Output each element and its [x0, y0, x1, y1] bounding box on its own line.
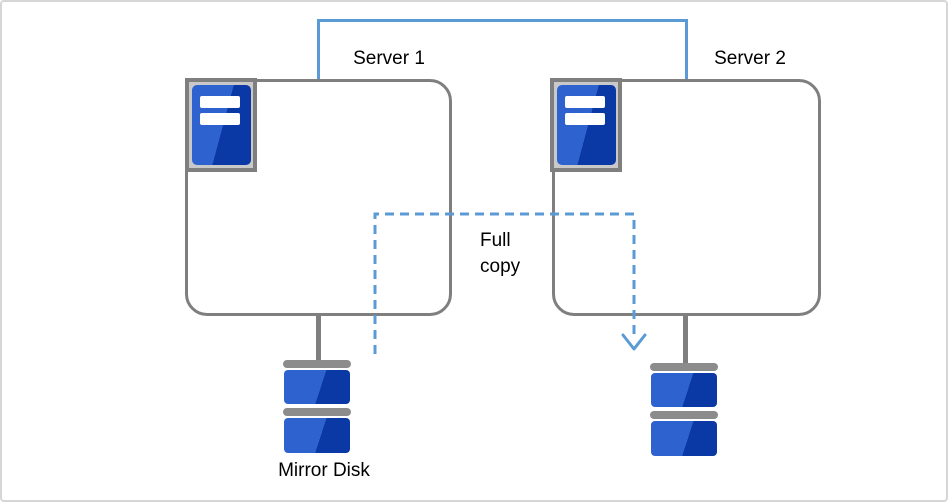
disk-cap	[283, 408, 351, 416]
server-slot	[199, 113, 240, 125]
server-tower-icon	[550, 78, 622, 172]
server-slot	[564, 96, 605, 108]
disk-platter	[651, 421, 717, 456]
server-slot	[199, 96, 240, 108]
server1-disk-connector	[316, 314, 321, 362]
server-tower-body	[556, 85, 616, 165]
arrow-down-icon	[621, 333, 647, 351]
server-tower-body	[191, 85, 251, 165]
full-copy-label: Full copy	[480, 230, 521, 277]
server-slot	[564, 113, 605, 125]
server1-label: Server 1	[353, 48, 425, 69]
mirror-disk-label: Mirror Disk	[278, 460, 370, 481]
disk-platter	[284, 370, 350, 404]
server-interconnect-line	[317, 19, 688, 80]
disk-cap	[650, 363, 718, 371]
server2-label: Server 2	[714, 48, 786, 69]
disk-cap	[283, 360, 351, 368]
server-tower-icon	[185, 78, 257, 172]
disk-cap	[650, 411, 718, 419]
server2-disk-connector	[683, 314, 688, 365]
disk-platter	[284, 418, 350, 453]
disk-platter	[651, 373, 717, 407]
